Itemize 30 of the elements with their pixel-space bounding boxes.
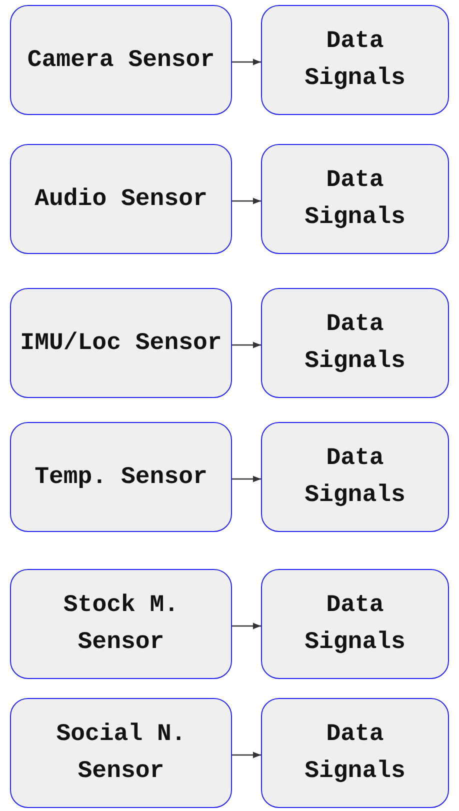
arrow bbox=[232, 752, 261, 758]
arrow bbox=[232, 198, 261, 204]
signal-box bbox=[261, 698, 449, 808]
arrow bbox=[232, 622, 261, 630]
sensor-box bbox=[10, 569, 232, 679]
node-label: Data Signals bbox=[304, 444, 406, 511]
arrow bbox=[232, 342, 261, 348]
node-label: Audio Sensor bbox=[34, 184, 208, 214]
node-label: Stock M. Sensor bbox=[62, 591, 180, 658]
sensor-box bbox=[10, 144, 232, 254]
node-label: Data Signals bbox=[304, 27, 406, 94]
signal-box bbox=[261, 569, 449, 679]
node-label: Data Signals bbox=[304, 591, 406, 658]
sensor-box bbox=[10, 422, 232, 532]
sensor-box bbox=[10, 5, 232, 115]
node-label: Data Signals bbox=[304, 310, 406, 377]
signal-box bbox=[261, 422, 449, 532]
signal-box bbox=[261, 288, 449, 398]
sensor-box bbox=[10, 698, 232, 808]
arrow bbox=[232, 476, 261, 482]
signal-box bbox=[261, 144, 449, 254]
node-label: Data Signals bbox=[304, 166, 406, 233]
node-label: Data Signals bbox=[304, 720, 406, 787]
node-label: Camera Sensor bbox=[27, 46, 215, 76]
sensor-box bbox=[10, 288, 232, 398]
arrow bbox=[232, 58, 261, 66]
node-label: Social N. Sensor bbox=[55, 720, 187, 787]
node-label: IMU/Loc Sensor bbox=[20, 328, 222, 358]
signal-box bbox=[261, 5, 449, 115]
node-label: Temp. Sensor bbox=[34, 462, 208, 492]
